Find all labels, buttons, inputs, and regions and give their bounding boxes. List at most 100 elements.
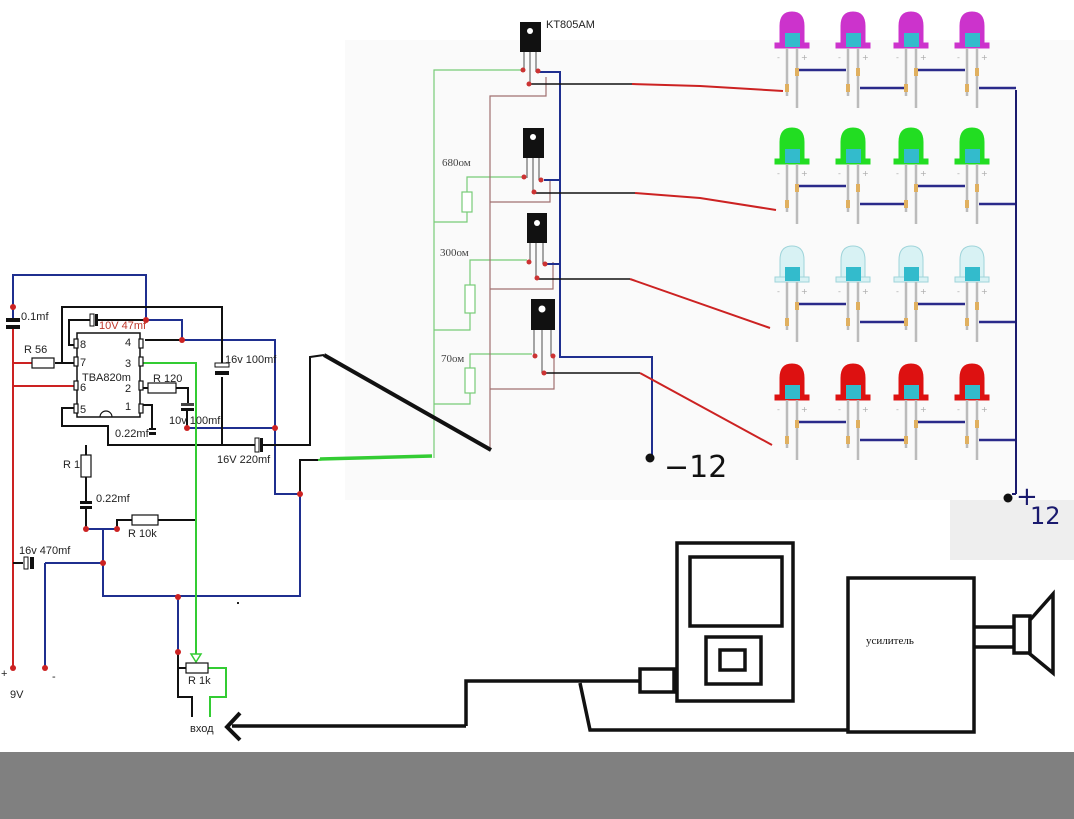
- lead-minus-label: -: [896, 287, 899, 296]
- led-red: -+: [835, 363, 871, 460]
- lead-minus-label: -: [838, 53, 841, 62]
- lead-plus-label: +: [981, 405, 988, 414]
- label-c220: 16V 220mf: [217, 454, 271, 466]
- led-green: -+: [954, 127, 990, 224]
- led-purple: -+: [954, 11, 990, 108]
- lead-plus-label: +: [801, 169, 808, 178]
- label-supply-voltage: 9V: [10, 689, 24, 701]
- lead-plus-label: +: [801, 405, 808, 414]
- transistor-q4: [531, 299, 556, 376]
- lead-minus-label: -: [957, 405, 960, 414]
- label-r1: R 1: [63, 459, 80, 471]
- lead-minus-label: -: [777, 169, 780, 178]
- driver-section: KT805AM 680ом 300ом 70ом −12: [433, 19, 784, 485]
- background-panel: [345, 40, 1074, 500]
- ic-pin-8: 8: [80, 339, 86, 351]
- label-r300: 300ом: [440, 247, 469, 259]
- transistor-q2: [521, 128, 544, 195]
- blue-wires: [12, 274, 301, 668]
- label-c100-10v: 10v 100mf: [169, 415, 221, 427]
- ic-pin-6: 6: [80, 382, 86, 394]
- led-green: -+: [774, 127, 810, 224]
- resistors: [31, 357, 209, 674]
- resistor-r10k: [131, 514, 159, 526]
- speaker-icon: [974, 589, 1055, 677]
- label-r70: 70ом: [441, 353, 464, 365]
- label-c470: 16v 470mf: [19, 545, 71, 557]
- led-light-blue: -+: [835, 245, 871, 342]
- lead-minus-label: -: [777, 405, 780, 414]
- footer-bar: [0, 752, 1074, 819]
- amplifier-section: 8 7 6 5 4 3 2 1 TBA820m: [1, 274, 335, 735]
- label-plus-12: 12: [1030, 502, 1061, 530]
- led-purple: -+: [835, 11, 871, 108]
- resistor-r120: [147, 382, 177, 394]
- lead-minus-label: -: [957, 169, 960, 178]
- lead-minus-label: -: [957, 287, 960, 296]
- lead-minus-label: -: [838, 405, 841, 414]
- led-light-blue: -+: [774, 245, 810, 342]
- lead-plus-label: +: [981, 169, 988, 178]
- label-minus-12: −12: [664, 450, 727, 485]
- led-row-red: -+-+-+-+: [774, 363, 1016, 460]
- led-row-purple: -+-+-+-+: [774, 11, 1016, 108]
- ic-pin-7: 7: [80, 357, 86, 369]
- led-red: -+: [954, 363, 990, 460]
- positive-rail: [12, 338, 75, 668]
- resistor-680: [461, 191, 473, 213]
- ic-tba820m: 8 7 6 5 4 3 2 1 TBA820m: [73, 332, 144, 418]
- lead-plus-label: +: [862, 287, 869, 296]
- ic-pin-4: 4: [125, 337, 131, 349]
- led-row-light-blue: -+-+-+-+: [774, 245, 1016, 342]
- transistor-q3: [526, 213, 548, 281]
- led-green: -+: [893, 127, 929, 224]
- label-amplifier: усилитель: [866, 635, 914, 647]
- lead-plus-label: +: [801, 53, 808, 62]
- ic-pin-3: 3: [125, 358, 131, 370]
- led-purple: -+: [774, 11, 810, 108]
- base-resistors: [461, 191, 476, 394]
- wiper-arrow-icon: [189, 653, 203, 664]
- ic-pin-2: 2: [125, 383, 131, 395]
- resistor-70: [464, 367, 476, 394]
- collector-outputs: [529, 83, 640, 374]
- minus-terminal: [645, 453, 655, 463]
- lead-plus-label: +: [920, 53, 927, 62]
- media-player-icon: [638, 541, 795, 703]
- lead-minus-label: -: [838, 287, 841, 296]
- capacitor-01: [6, 318, 20, 322]
- lead-minus-label: -: [896, 169, 899, 178]
- led-green: -+: [835, 127, 871, 224]
- label-c022-top: 0.22mf: [115, 428, 150, 440]
- led-drive-lines: [629, 83, 784, 446]
- led-red: -+: [893, 363, 929, 460]
- lead-minus-label: -: [896, 53, 899, 62]
- lead-plus-label: +: [920, 405, 927, 414]
- capacitor-220: [254, 437, 260, 453]
- lead-plus-label: +: [920, 169, 927, 178]
- label-plus: +: [1016, 482, 1038, 512]
- resistor-r1: [80, 454, 92, 478]
- capacitor-47: [89, 313, 95, 327]
- junction-dots: [10, 304, 303, 671]
- background-panel-corner: [950, 500, 1074, 560]
- capacitor-470: [23, 556, 29, 570]
- label-r1k: R 1k: [188, 675, 211, 687]
- plus-terminal: [1003, 493, 1013, 503]
- audio-source-section: усилитель: [224, 541, 1055, 742]
- label-c022-bottom: 0.22mf: [96, 493, 131, 505]
- arrow-left-icon: [224, 711, 242, 742]
- lead-plus-label: +: [801, 287, 808, 296]
- lead-plus-label: +: [981, 53, 988, 62]
- led-matrix: -+-+-+-+-+-+-+-+-+-+-+-+-+-+-+-+: [774, 11, 1016, 460]
- label-r56: R 56: [24, 344, 47, 356]
- lead-plus-label: +: [862, 53, 869, 62]
- ic-label: TBA820m: [82, 372, 131, 384]
- capacitor-022-top: [149, 428, 156, 430]
- led-light-blue: -+: [954, 245, 990, 342]
- label-c47: 10V 47mf: [99, 320, 147, 332]
- led-row-green: -+-+-+-+: [774, 127, 1016, 224]
- interconnect-wires: [319, 353, 492, 461]
- collector-wires: [489, 77, 555, 450]
